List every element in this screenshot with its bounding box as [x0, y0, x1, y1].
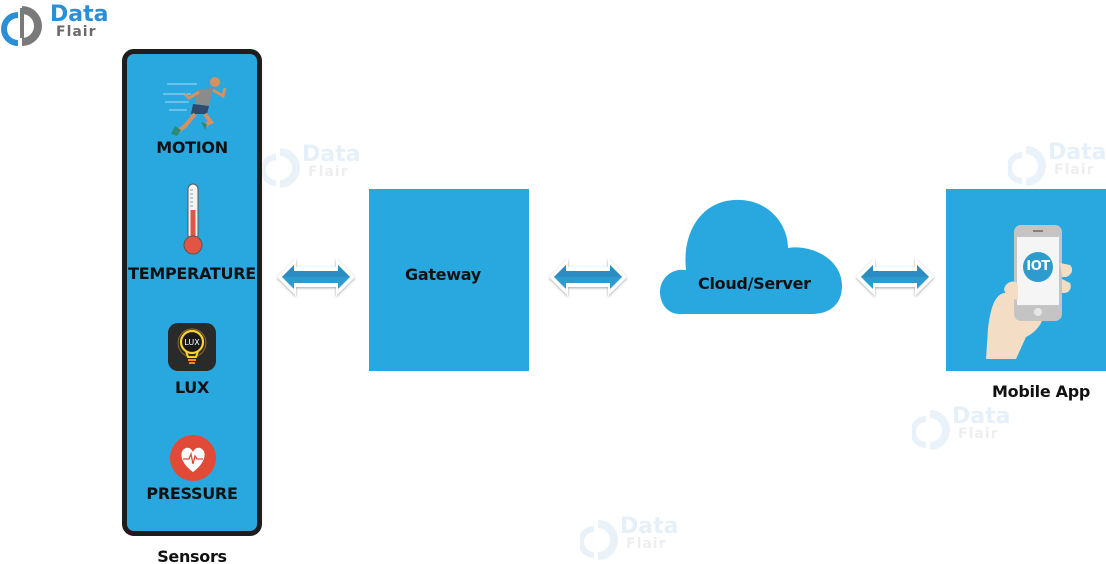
- watermark-logo-icon: [262, 148, 300, 188]
- watermark-subtitle: Flair: [626, 536, 667, 552]
- light-bulb-icon: LUX: [168, 323, 216, 371]
- bidirectional-arrow-icon: [277, 258, 355, 296]
- watermark-logo-icon: [912, 410, 950, 450]
- gateway-label: Gateway: [405, 265, 481, 284]
- sensor-label-temperature: TEMPERATURE: [128, 264, 256, 283]
- dataflair-logo: Data Flair: [0, 0, 110, 52]
- gateway-node: Gateway: [369, 189, 529, 371]
- sensors-caption: Sensors: [157, 547, 227, 564]
- sensor-label-lux: LUX: [174, 378, 210, 397]
- logo-title: Data: [50, 2, 109, 27]
- cloud-server-label: Cloud/Server: [698, 274, 811, 293]
- mobile-app-node: IOT: [946, 189, 1106, 371]
- iot-badge: IOT: [1026, 259, 1050, 274]
- watermark-subtitle: Flair: [308, 164, 349, 180]
- watermark-title: Data: [620, 514, 679, 539]
- bidirectional-arrow-icon: [549, 258, 627, 296]
- watermark-logo-icon: [1008, 146, 1046, 186]
- sensor-label-pressure: PRESSURE: [146, 484, 238, 503]
- watermark: Data Flair: [580, 514, 690, 564]
- sensor-label-motion: MOTION: [156, 138, 228, 157]
- watermark-title: Data: [952, 404, 1011, 429]
- watermark-subtitle: Flair: [1054, 162, 1095, 178]
- thermometer-icon: [183, 183, 203, 255]
- svg-text:LUX: LUX: [184, 338, 200, 347]
- watermark: Data Flair: [262, 142, 372, 202]
- cloud-icon: [660, 199, 842, 314]
- sensors-panel: MOTION TEMPERATURE LUX LUX PRESSURE: [122, 49, 262, 536]
- heart-pulse-icon: [170, 435, 216, 481]
- mobile-app-label: Mobile App: [992, 382, 1091, 401]
- watermark: Data Flair: [1008, 140, 1106, 200]
- bidirectional-arrow-icon: [856, 258, 934, 296]
- running-man-icon: [163, 77, 227, 136]
- watermark: Data Flair: [912, 404, 1022, 464]
- logo-mark-icon: [1, 6, 42, 46]
- watermark-subtitle: Flair: [958, 426, 999, 442]
- watermark-title: Data: [302, 142, 361, 167]
- watermark-title: Data: [1048, 140, 1106, 165]
- logo-subtitle: Flair: [56, 24, 97, 40]
- watermark-logo-icon: [580, 520, 618, 560]
- phone-in-hand-icon: [986, 225, 1073, 359]
